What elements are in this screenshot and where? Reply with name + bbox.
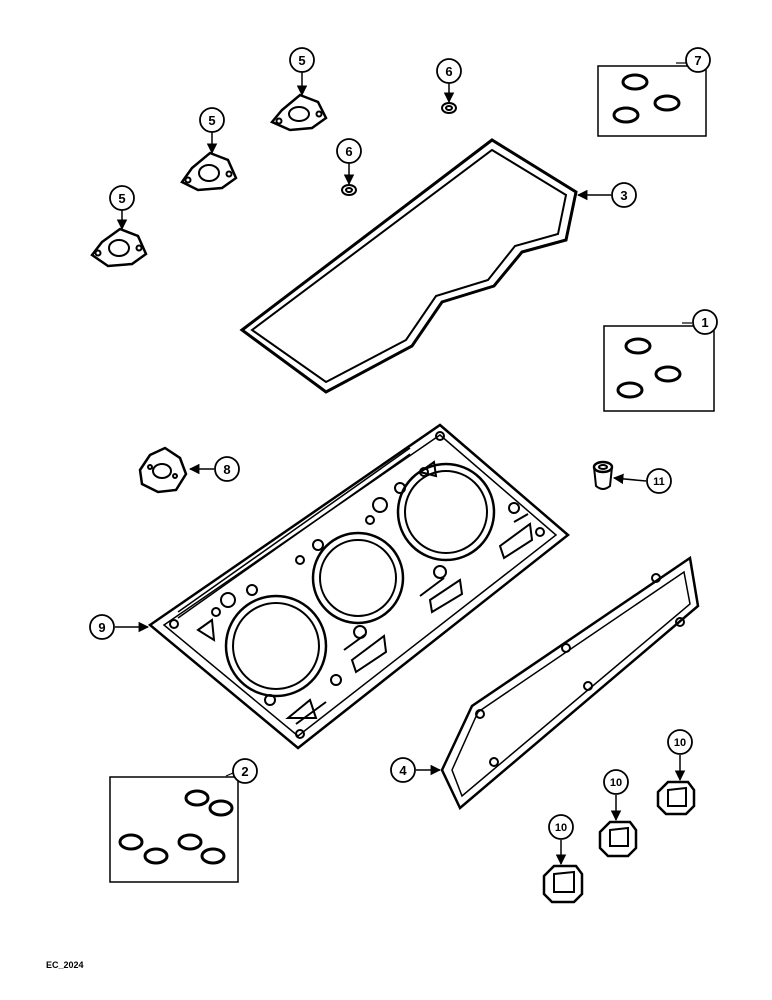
leader-11 [612, 473, 647, 485]
callout-10-middle: 10 [603, 769, 629, 795]
callout-3-label: 3 [620, 188, 627, 203]
callout-10-middle-label: 10 [610, 777, 622, 789]
rocker-cover-gasket-3 [239, 138, 578, 394]
callout-11: 11 [646, 468, 672, 494]
callout-9-label: 9 [98, 620, 105, 635]
callout-6-lower-label: 6 [345, 144, 352, 159]
callout-2-label: 2 [241, 764, 248, 779]
valve-stem-seal-11 [592, 460, 614, 490]
callout-8-label: 8 [223, 462, 230, 477]
callout-1-label: 1 [701, 315, 708, 330]
callout-5-middle: 5 [199, 107, 225, 133]
drawing-code: EC_2024 [46, 960, 84, 970]
o-ring-kit-2 [109, 776, 239, 883]
head-gasket-9 [147, 423, 570, 750]
callout-3: 3 [611, 182, 637, 208]
callout-9: 9 [89, 614, 115, 640]
callout-5-bottom: 5 [109, 185, 135, 211]
callout-10-right: 10 [667, 729, 693, 755]
callout-6-upper-label: 6 [445, 64, 452, 79]
callout-10-right-label: 10 [674, 737, 686, 749]
callout-8: 8 [214, 456, 240, 482]
callout-2: 2 [232, 758, 258, 784]
callout-5-bottom-label: 5 [118, 191, 125, 206]
callout-5-top: 5 [289, 47, 315, 73]
callout-5-top-label: 5 [298, 53, 305, 68]
gasket-10-left [542, 864, 584, 904]
callout-5-middle-label: 5 [208, 113, 215, 128]
callout-7-label: 7 [694, 53, 701, 68]
o-ring-kit-1 [603, 325, 715, 412]
callout-6-upper: 6 [436, 58, 462, 84]
gasket-8 [138, 446, 188, 494]
gasket-10-middle [598, 820, 638, 858]
leader-2 [225, 772, 234, 777]
flange-gasket-5-top [269, 93, 328, 132]
callout-10-left: 10 [548, 814, 574, 840]
callout-6-lower: 6 [336, 138, 362, 164]
callout-7: 7 [685, 47, 711, 73]
callout-11-label: 11 [653, 476, 665, 488]
seal-6-lower [341, 184, 357, 196]
gasket-10-right [656, 780, 696, 816]
callout-10-left-label: 10 [555, 822, 567, 834]
callout-1: 1 [692, 309, 718, 335]
callout-4: 4 [390, 757, 416, 783]
flange-gasket-5-middle [180, 151, 238, 192]
callout-4-label: 4 [399, 763, 407, 778]
seal-6-upper [441, 102, 457, 114]
flange-gasket-5-bottom [90, 227, 148, 268]
o-ring-kit-7 [597, 65, 707, 137]
side-cover-gasket-4 [440, 555, 700, 811]
